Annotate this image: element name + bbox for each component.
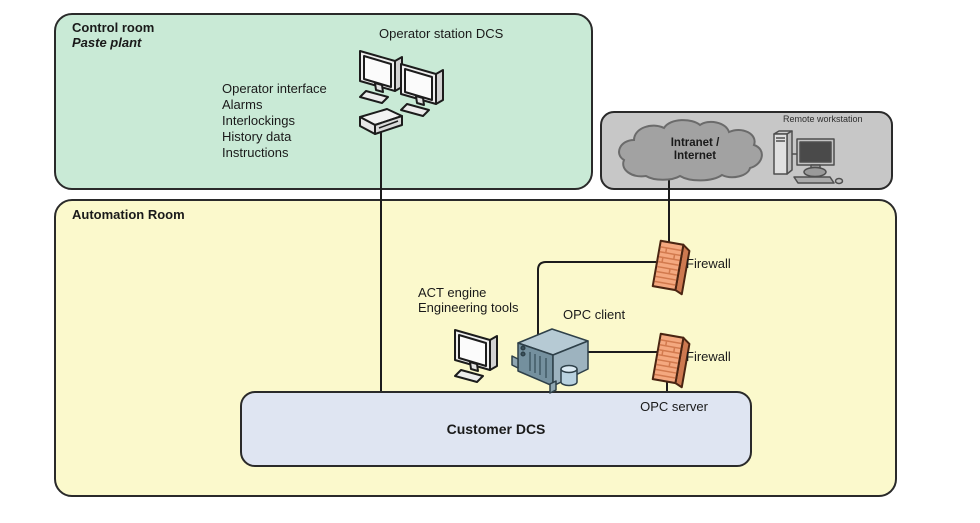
connector-firewall-top-to-opc-client	[537, 261, 656, 336]
internet-cloud-icon	[618, 119, 763, 182]
act-engine-monitor-icon	[454, 329, 498, 383]
control-room-title: Control room	[72, 20, 155, 35]
cloud-label-line2: Internet	[673, 150, 717, 162]
act-engine-label: ACT engine Engineering tools	[418, 285, 518, 315]
firewall-top-label: Firewall	[686, 256, 731, 271]
act-engine-label-line1: ACT engine	[418, 285, 487, 300]
customer-dcs-title: Customer DCS	[446, 421, 546, 437]
opc-server-label: OPC server	[640, 399, 708, 414]
network-switch-icon	[359, 108, 403, 135]
function-item: Interlockings	[222, 113, 295, 128]
remote-workstation-label: Remote workstation	[783, 114, 863, 124]
function-item: Alarms	[222, 97, 263, 112]
function-item: History data	[222, 129, 292, 144]
firewall-bottom-label: Firewall	[686, 349, 731, 364]
control-room-zone	[54, 13, 593, 190]
operator-station-label: Operator station DCS	[379, 26, 504, 41]
function-item: Operator interface	[222, 81, 327, 96]
cloud-label: Intranet / Internet	[637, 137, 753, 163]
control-room-subtitle: Paste plant	[72, 35, 142, 50]
customer-dcs-box: OPC server Customer DCS	[240, 391, 752, 467]
operator-monitor-2-icon	[400, 63, 444, 117]
opc-client-server-icon	[511, 328, 589, 394]
function-item: Instructions	[222, 145, 289, 160]
act-engine-label-line2: Engineering tools	[418, 300, 519, 315]
remote-workstation-icon	[773, 130, 844, 185]
automation-room-title: Automation Room	[72, 207, 185, 222]
cloud-label-line1: Intranet /	[670, 137, 720, 149]
control-room-function-list: Operator interface Alarms Interlockings …	[222, 81, 327, 161]
opc-client-label: OPC client	[563, 307, 626, 322]
